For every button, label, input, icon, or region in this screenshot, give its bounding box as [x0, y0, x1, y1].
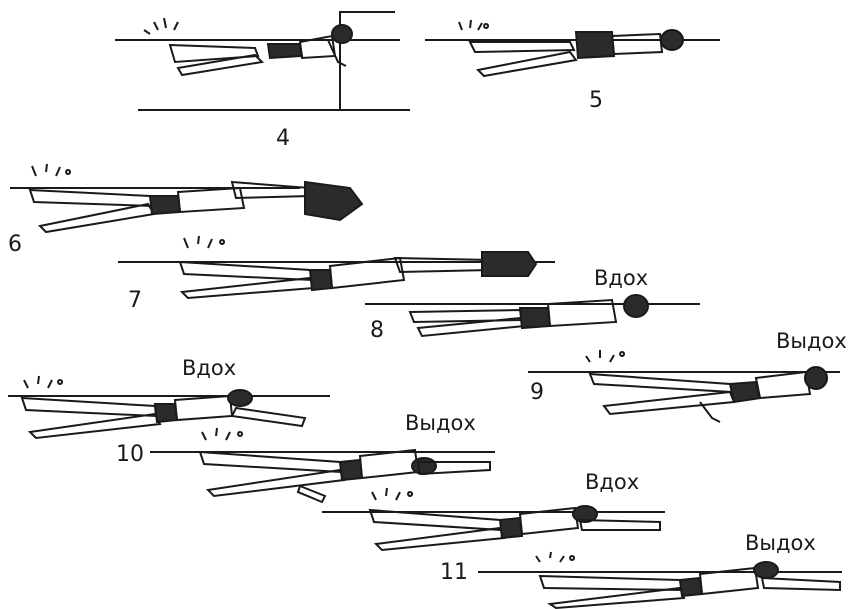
- figure-number-8: 8: [370, 320, 384, 342]
- label-exhale-fig10: Выдох: [405, 413, 476, 434]
- figure-11-swimmer-upper: [322, 488, 665, 550]
- figure-5-swimmer-on-back: [425, 20, 720, 76]
- label-inhale-fig10: Вдох: [182, 358, 236, 379]
- figure-number-4: 4: [276, 128, 290, 150]
- figure-number-9: 9: [530, 382, 544, 404]
- figure-10-swimmer-upper: [8, 376, 330, 438]
- figure-number-11: 11: [440, 562, 468, 584]
- figure-4-swimmer-at-wall: [115, 12, 410, 110]
- figure-8-swimmer-inhale: [365, 295, 700, 336]
- label-exhale-fig11: Выдох: [745, 533, 816, 554]
- label-exhale-fig9: Выдох: [776, 331, 847, 352]
- figure-6-swimmer-arms-forward: [10, 164, 362, 232]
- figure-number-6: 6: [8, 234, 22, 256]
- label-inhale-fig11: Вдох: [585, 472, 639, 493]
- figure-number-10: 10: [116, 444, 144, 466]
- figure-7-swimmer-glide: [118, 236, 555, 298]
- figure-9-swimmer-exhale: [528, 350, 840, 422]
- figure-10-swimmer-lower: [150, 428, 495, 502]
- figure-number-5: 5: [589, 90, 603, 112]
- figure-11-swimmer-lower: [478, 552, 842, 608]
- figure-number-7: 7: [128, 290, 142, 312]
- label-inhale-fig8: Вдох: [594, 268, 648, 289]
